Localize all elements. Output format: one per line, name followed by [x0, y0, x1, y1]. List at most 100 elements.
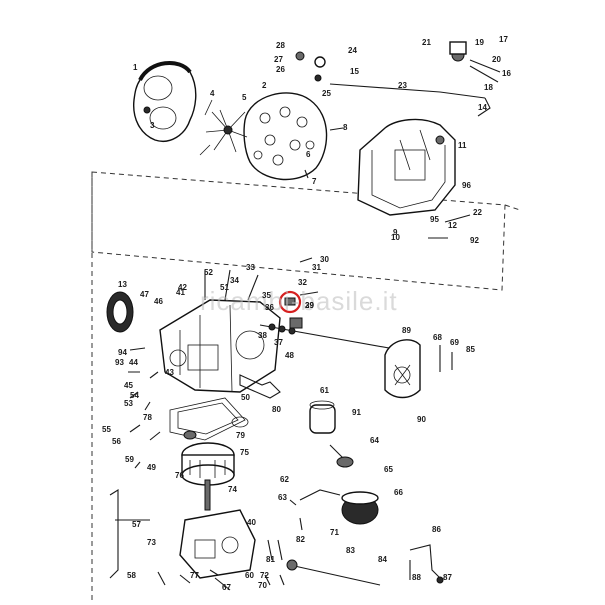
callout-label-36: 36 [265, 303, 274, 312]
callout-label-60: 60 [245, 571, 254, 580]
diaphragm-part [183, 416, 249, 440]
callout-label-69: 69 [450, 338, 459, 347]
bowl-body-part [179, 509, 256, 591]
callout-label-52: 52 [204, 268, 213, 277]
callout-label-24: 24 [348, 46, 357, 55]
callout-label-22: 22 [473, 208, 482, 217]
callout-label-25: 25 [322, 89, 331, 98]
callout-label-55: 55 [102, 425, 111, 434]
callout-label-38: 38 [258, 331, 267, 340]
callout-label-65: 65 [384, 465, 393, 474]
callout-label-80: 80 [272, 405, 281, 414]
callout-label-39: 39 [305, 301, 314, 310]
callout-label-50: 50 [241, 393, 250, 402]
bowl-gasket-part [169, 397, 246, 441]
callout-label-51: 51 [220, 283, 229, 292]
callout-label-28: 28 [276, 41, 285, 50]
callout-label-82: 82 [296, 535, 305, 544]
callout-label-90: 90 [417, 415, 426, 424]
callout-label-77: 77 [190, 571, 199, 580]
callout-label-87: 87 [443, 573, 452, 582]
round-plate-part [243, 92, 328, 181]
callout-label-88: 88 [412, 573, 421, 582]
callout-label-92: 92 [470, 236, 479, 245]
callout-label-44: 44 [129, 358, 138, 367]
callout-label-2: 2 [262, 81, 267, 90]
callout-label-4: 4 [210, 89, 215, 98]
callout-label-73: 73 [147, 538, 156, 547]
callout-label-21: 21 [422, 38, 431, 47]
callout-label-71: 71 [330, 528, 339, 537]
callout-label-72: 72 [260, 571, 269, 580]
callout-label-43: 43 [165, 368, 174, 377]
callout-label-54: 54 [130, 391, 139, 400]
callout-label-96: 96 [462, 181, 471, 190]
callout-label-1: 1 [133, 63, 138, 72]
callout-label-78: 78 [143, 413, 152, 422]
callout-label-8: 8 [343, 123, 348, 132]
pin-part [286, 559, 381, 586]
callout-label-13: 13 [118, 280, 127, 289]
callout-label-59: 59 [125, 455, 134, 464]
callout-label-37: 37 [274, 338, 283, 347]
throttle-lever-part [239, 374, 281, 399]
callout-label-94: 94 [118, 348, 127, 357]
callout-label-81: 81 [266, 555, 275, 564]
callout-label-46: 46 [154, 297, 163, 306]
callout-label-61: 61 [320, 386, 329, 395]
gasket-part [133, 60, 197, 142]
callout-label-64: 64 [370, 436, 379, 445]
flange-gasket-part [106, 291, 134, 333]
callout-label-11: 11 [458, 141, 467, 150]
float-part [181, 442, 235, 511]
callout-label-74: 74 [228, 485, 237, 494]
callout-label-67: 67 [222, 583, 231, 592]
callout-label-34: 34 [230, 276, 239, 285]
callout-label-15: 15 [350, 67, 359, 76]
linkage-rod-part [295, 41, 501, 117]
watermark-text: ricambi-basile.it [200, 286, 398, 316]
callout-label-79: 79 [236, 431, 245, 440]
callout-label-49: 49 [147, 463, 156, 472]
callout-label-12: 12 [448, 221, 457, 230]
callout-label-68: 68 [433, 333, 442, 342]
callout-label-62: 62 [280, 475, 289, 484]
callout-label-63: 63 [278, 493, 287, 502]
callout-label-89: 89 [402, 326, 411, 335]
callout-label-70: 70 [258, 581, 267, 590]
fuel-filter-part [299, 400, 379, 525]
callout-label-32: 32 [298, 278, 307, 287]
callout-label-20: 20 [492, 55, 501, 64]
callout-label-27: 27 [274, 55, 283, 64]
callout-label-9: 9 [393, 228, 398, 237]
callout-label-42: 42 [178, 283, 187, 292]
callout-label-3: 3 [150, 121, 155, 130]
choke-cover-part [384, 339, 421, 399]
callout-label-66: 66 [394, 488, 403, 497]
control-lever-part [109, 489, 150, 579]
callout-label-41: 41 [176, 288, 185, 297]
callout-label-17: 17 [499, 35, 508, 44]
callout-label-83: 83 [346, 546, 355, 555]
callout-label-6: 6 [306, 150, 311, 159]
callout-label-47: 47 [140, 290, 149, 299]
housing-part [357, 118, 456, 216]
callout-label-30: 30 [320, 255, 329, 264]
screw-set-part [128, 127, 471, 586]
callout-label-91: 91 [352, 408, 361, 417]
callout-label-58: 58 [127, 571, 136, 580]
group-boundary [91, 171, 521, 600]
callout-label-7: 7 [312, 177, 317, 186]
callout-label-53: 53 [124, 399, 133, 408]
callout-label-18: 18 [484, 83, 493, 92]
highlight-marker [278, 290, 302, 314]
callout-label-57: 57 [132, 520, 141, 529]
callout-label-40: 40 [247, 518, 256, 527]
callout-label-19: 19 [475, 38, 484, 47]
callout-label-93: 93 [115, 358, 124, 367]
carburetor-body-part [159, 269, 281, 393]
callout-label-95: 95 [430, 215, 439, 224]
callout-label-86: 86 [432, 525, 441, 534]
